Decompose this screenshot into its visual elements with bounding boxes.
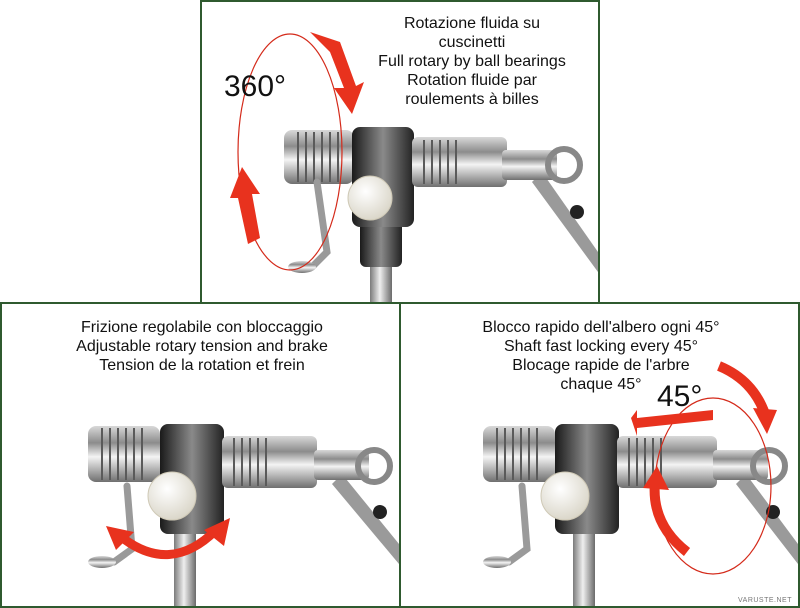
vise-arm xyxy=(532,172,598,272)
rotary-handle xyxy=(308,178,331,271)
tension-knob xyxy=(147,471,197,521)
tension-arrow-head-right xyxy=(204,518,230,546)
caption-line: Full rotary by ball bearings xyxy=(378,53,566,70)
rotary-handle xyxy=(110,482,136,566)
tension-caption: Frizione regolabile con bloccaggio Adjus… xyxy=(42,318,362,375)
shaft-arrow-top xyxy=(716,361,770,416)
shaft-arrow-bottom xyxy=(649,481,691,556)
handle-grip xyxy=(88,556,116,568)
shaft-push-arrow xyxy=(631,410,713,436)
caption-line: Blocage rapide de l'arbre xyxy=(512,357,690,374)
shaft-arrow-bottom-head xyxy=(643,466,669,490)
caption-line: Rotazione fluida su xyxy=(403,15,541,32)
collar xyxy=(360,217,402,267)
caption-line: Frizione regolabile con bloccaggio xyxy=(81,319,323,336)
right-threaded-shaft xyxy=(617,436,717,488)
rotation-path xyxy=(237,33,343,271)
jaw-ring xyxy=(355,447,393,485)
lock-angle-label: 45° xyxy=(657,380,703,413)
left-threaded-cylinder xyxy=(483,426,555,482)
watermark: VARUSTE.NET xyxy=(738,597,792,604)
tension-knob xyxy=(347,175,393,221)
left-threaded-cylinder xyxy=(284,130,354,184)
shaft-tip xyxy=(502,150,557,180)
rotation-panel: 360° Rotazione fluida su cuscinetti Full… xyxy=(200,0,600,304)
shaft-tip xyxy=(314,450,369,480)
right-threaded-shaft xyxy=(222,436,317,488)
jaw-ring xyxy=(750,447,788,485)
handle-grip xyxy=(483,556,511,568)
tension-arrow xyxy=(117,526,220,560)
vise-arm xyxy=(332,474,399,564)
caption-line: roulements à billes xyxy=(405,91,539,108)
caption-line: Rotation fluide par xyxy=(407,72,537,89)
vise-head-illustration xyxy=(483,361,798,606)
rotation-angle-label: 360° xyxy=(224,70,287,103)
shaft-arrow-top-head xyxy=(753,408,777,434)
jaw-screw xyxy=(570,205,584,219)
rotation-arrow-left xyxy=(230,167,260,244)
caption-line: chaque 45° xyxy=(560,376,642,393)
rotation-arrow-top xyxy=(310,32,364,114)
left-threaded-cylinder xyxy=(88,426,160,482)
caption-line: cuscinetti xyxy=(438,34,506,51)
tension-panel: Frizione regolabile con bloccaggio Adjus… xyxy=(0,302,401,608)
right-threaded-shaft xyxy=(412,137,507,187)
vise-stem xyxy=(174,524,196,606)
shaft-lock-panel: 45° Blocco rapido dell'albero ogni 45° S… xyxy=(399,302,800,608)
caption-line: Blocco rapido dell'albero ogni 45° xyxy=(482,319,720,336)
caption-line: Adjustable rotary tension and brake xyxy=(76,338,328,355)
caption-line: Shaft fast locking every 45° xyxy=(503,338,699,355)
vise-head-illustration xyxy=(88,424,399,606)
rotation-caption: Rotazione fluida su cuscinetti Full rota… xyxy=(362,14,582,109)
caption-line: Tension de la rotation et frein xyxy=(99,357,305,374)
tension-arrow-head-left xyxy=(106,526,134,550)
rotary-handle xyxy=(505,482,531,566)
jaw-ring xyxy=(545,146,583,184)
jaw-screw xyxy=(373,505,387,519)
tension-knob xyxy=(540,471,590,521)
shaft-lock-caption: Blocco rapido dell'albero ogni 45° Shaft… xyxy=(441,318,761,394)
vise-head-illustration xyxy=(230,32,598,302)
vise-stem xyxy=(573,524,595,606)
